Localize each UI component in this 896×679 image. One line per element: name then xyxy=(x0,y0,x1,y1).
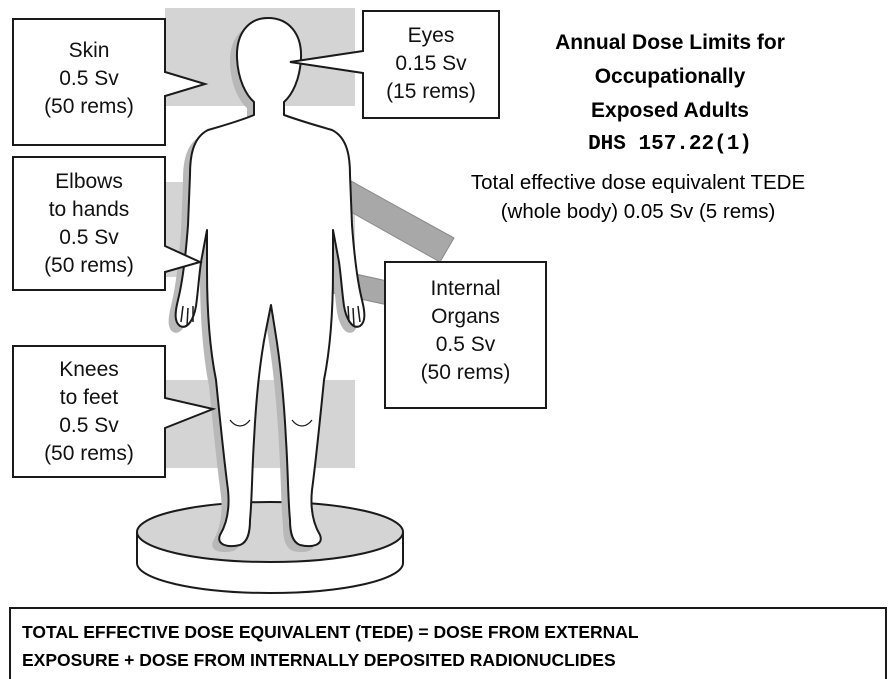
elbows-rems: (50 rems) xyxy=(15,252,163,280)
skin-dose: 0.5 Sv xyxy=(15,65,163,93)
internal-dose: 0.5 Sv xyxy=(387,331,544,359)
knees-label-1: Knees xyxy=(15,356,163,384)
knees-rems: (50 rems) xyxy=(15,440,163,468)
skin-callout: Skin 0.5 Sv (50 rems) xyxy=(15,37,163,121)
eyes-label: Eyes xyxy=(365,22,497,50)
platform xyxy=(137,502,403,593)
diagram-title: Annual Dose Limits for Occupationally Ex… xyxy=(505,26,835,162)
internal-label-1: Internal xyxy=(387,275,544,303)
title-line-1: Annual Dose Limits for xyxy=(505,26,835,60)
skin-label: Skin xyxy=(15,37,163,65)
elbows-label-2: to hands xyxy=(15,196,163,224)
tede-note: Total effective dose equivalent TEDE (wh… xyxy=(380,168,896,226)
knees-callout: Knees to feet 0.5 Sv (50 rems) xyxy=(15,356,163,468)
eyes-rems: (15 rems) xyxy=(365,78,497,106)
title-line-2: Occupationally xyxy=(505,60,835,94)
skin-rems: (50 rems) xyxy=(15,93,163,121)
legs-exposure-band xyxy=(165,380,355,468)
elbows-dose: 0.5 Sv xyxy=(15,224,163,252)
elbows-label-1: Elbows xyxy=(15,168,163,196)
eyes-callout: Eyes 0.15 Sv (15 rems) xyxy=(365,22,497,106)
tede-note-line-1: Total effective dose equivalent TEDE xyxy=(380,168,896,197)
formula-line-2: EXPOSURE + DOSE FROM INTERNALLY DEPOSITE… xyxy=(22,646,886,674)
tede-note-line-2: (whole body) 0.05 Sv (5 rems) xyxy=(380,197,896,226)
regulation-code: DHS 157.22(1) xyxy=(505,128,835,162)
internal-rems: (50 rems) xyxy=(387,359,544,387)
knees-dose: 0.5 Sv xyxy=(15,412,163,440)
knees-label-2: to feet xyxy=(15,384,163,412)
elbows-callout: Elbows to hands 0.5 Sv (50 rems) xyxy=(15,168,163,280)
eyes-dose: 0.15 Sv xyxy=(365,50,497,78)
tede-formula: TOTAL EFFECTIVE DOSE EQUIVALENT (TEDE) =… xyxy=(10,608,886,678)
title-line-3: Exposed Adults xyxy=(505,94,835,128)
formula-line-1: TOTAL EFFECTIVE DOSE EQUIVALENT (TEDE) =… xyxy=(22,618,886,646)
internal-callout: Internal Organs 0.5 Sv (50 rems) xyxy=(387,275,544,387)
internal-label-2: Organs xyxy=(387,303,544,331)
